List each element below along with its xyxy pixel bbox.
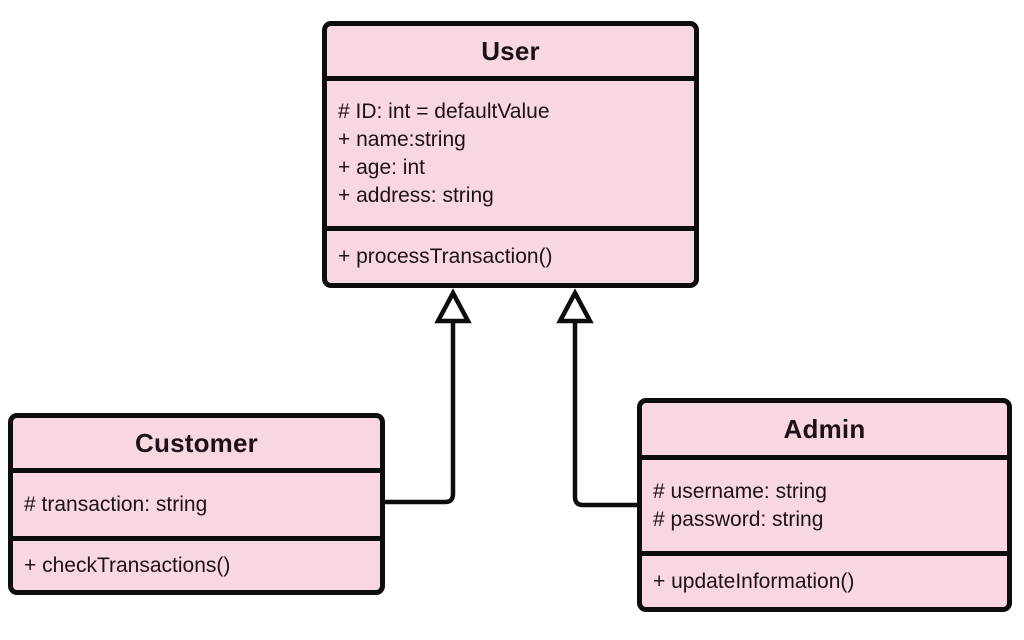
attributes-section-user: # ID: int = defaultValue + name:string +… — [327, 76, 694, 226]
generalization-edge-admin — [572, 320, 637, 508]
attributes-section-customer: # transaction: string — [13, 468, 380, 536]
methods-section-admin: + updateInformation() — [642, 551, 1007, 607]
attribute-line: + address: string — [338, 183, 494, 207]
hollow-triangle-arrowhead-icon — [434, 288, 472, 324]
attribute-line: # ID: int = defaultValue — [338, 99, 550, 123]
class-box-customer: Customer # transaction: string + checkTr… — [8, 413, 385, 595]
generalization-admin-to-user — [556, 288, 637, 508]
generalization-customer-to-user — [385, 288, 472, 505]
class-box-admin: Admin # username: string # password: str… — [637, 398, 1012, 612]
generalization-edge-customer — [385, 320, 456, 505]
class-title-user: User — [481, 35, 540, 66]
attribute-line: + age: int — [338, 155, 425, 179]
class-title-customer: Customer — [135, 427, 258, 458]
method-line: + processTransaction() — [338, 245, 553, 268]
attribute-line: + name:string — [338, 127, 466, 151]
method-line: + checkTransactions() — [24, 553, 231, 577]
attribute-line: # username: string — [653, 479, 827, 503]
class-title-admin: Admin — [783, 413, 866, 444]
hollow-triangle-arrowhead-icon — [556, 288, 594, 324]
attributes-section-admin: # username: string # password: string — [642, 455, 1007, 551]
attribute-line: # password: string — [653, 507, 824, 531]
attribute-line: # transaction: string — [24, 492, 208, 516]
method-line: + updateInformation() — [653, 569, 855, 593]
methods-section-customer: + checkTransactions() — [13, 536, 380, 590]
class-box-user: User # ID: int = defaultValue + name:str… — [322, 21, 699, 288]
methods-section-user: + processTransaction() — [327, 226, 694, 283]
